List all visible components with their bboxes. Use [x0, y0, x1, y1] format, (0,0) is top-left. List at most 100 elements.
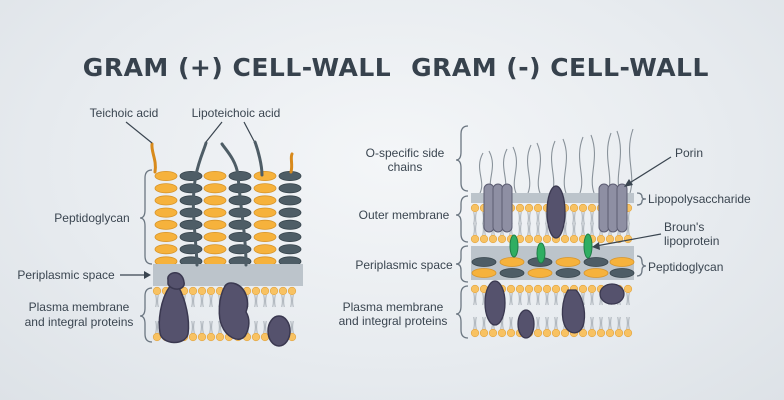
peptidoglycan-unit	[471, 268, 497, 278]
gram-positive-integral-protein-1-top	[167, 272, 185, 290]
gram-negative-integral-protein-4	[599, 283, 625, 305]
outer-membrane-label: Outer membrane	[359, 208, 450, 222]
lipoteichoic-acid-leader-2	[243, 121, 255, 142]
brouns-lipoprotein-1	[509, 234, 519, 258]
peptidoglycan-unit	[253, 170, 277, 181]
peptidoglycan-unit	[253, 244, 277, 255]
phospholipid-head	[587, 203, 597, 213]
brouns-lipoprotein-2	[536, 242, 546, 264]
teichoic-acid-leader	[125, 121, 153, 144]
peptidoglycan-unit	[203, 207, 227, 218]
phospholipid-head	[569, 234, 579, 244]
o-specific-chain	[590, 134, 595, 194]
phospholipid-head	[569, 203, 579, 213]
o-specific-chain	[579, 136, 584, 194]
phospholipid-head	[578, 328, 588, 338]
phospholipid-head	[470, 203, 480, 213]
peptidoglycan-unit	[179, 244, 203, 255]
o-specific-chain	[527, 144, 532, 194]
o-specific-side-chains	[479, 128, 634, 194]
porin-arrowhead	[624, 179, 633, 187]
phospholipid-head	[479, 328, 489, 338]
peptidoglycan-unit	[278, 207, 302, 218]
phospholipid-head	[533, 234, 543, 244]
gram-positive-plasma-membrane-brace	[139, 287, 153, 343]
phospholipid-head	[623, 328, 633, 338]
gram-positive-integral-protein-2	[218, 282, 250, 340]
phospholipid-head	[470, 328, 480, 338]
outer-membrane-brace	[455, 195, 469, 243]
phospholipid-head	[251, 286, 261, 296]
peptidoglycan-unit	[609, 257, 635, 267]
phospholipid-head	[470, 284, 480, 294]
phospholipid-head	[605, 328, 615, 338]
phospholipid-head	[524, 234, 534, 244]
phospholipid-head	[497, 328, 507, 338]
phospholipid-head	[506, 284, 516, 294]
peptidoglycan-unit	[154, 244, 178, 255]
phospholipid-head	[596, 234, 606, 244]
peptidoglycan-unit	[278, 183, 302, 194]
phospholipid-head	[506, 328, 516, 338]
peptidoglycan-unit	[278, 195, 302, 206]
peptidoglycan-unit	[179, 195, 203, 206]
peptidoglycan-unit	[154, 231, 178, 242]
phospholipid-head	[278, 286, 288, 296]
o-specific-brace	[455, 125, 469, 192]
peptidoglycan-unit	[471, 257, 497, 267]
phospholipid-head	[578, 203, 588, 213]
peptidoglycan-unit	[253, 195, 277, 206]
peptidoglycan-unit	[253, 219, 277, 230]
peptidoglycan-unit	[154, 183, 178, 194]
peptidoglycan-unit	[609, 268, 635, 278]
phospholipid-head	[206, 332, 216, 342]
phospholipid-head	[542, 284, 552, 294]
peptidoglycan-unit	[203, 231, 227, 242]
peptidoglycan-unit	[179, 231, 203, 242]
phospholipid-head	[188, 332, 198, 342]
gram-positive-peptidoglycan-label: Peptidoglycan	[54, 211, 129, 225]
phospholipid-head	[524, 284, 534, 294]
o-specific-label-1: O-specific side	[366, 146, 445, 160]
lipoteichoic-acid-strand-3	[253, 140, 264, 177]
gram-positive-peptidoglycan-brace	[139, 169, 153, 265]
peptidoglycan-unit	[555, 268, 581, 278]
phospholipid-head	[605, 234, 615, 244]
phospholipid-head	[197, 332, 207, 342]
peptidoglycan-unit	[179, 219, 203, 230]
peptidoglycan-unit	[228, 219, 252, 230]
teichoic-acid-strand-2	[289, 152, 294, 174]
o-specific-chain	[629, 128, 634, 194]
gram-negative-plasma-membrane-label-1: Plasma membrane	[343, 300, 444, 314]
gram-positive-plasma-membrane-label-1: Plasma membrane	[29, 300, 130, 314]
phospholipid-head	[515, 203, 525, 213]
gram-positive-wall	[150, 140, 303, 347]
peptidoglycan-unit	[179, 207, 203, 218]
peptidoglycan-unit	[154, 219, 178, 230]
peptidoglycan-unit	[154, 207, 178, 218]
phospholipid-head	[251, 332, 261, 342]
gram-negative-integral-protein-1	[484, 280, 506, 326]
o-specific-chain	[607, 132, 612, 194]
peptidoglycan-unit	[278, 231, 302, 242]
o-specific-chain	[479, 152, 484, 194]
o-specific-chain	[562, 138, 567, 194]
porin-right	[598, 183, 628, 233]
phospholipid-head	[578, 284, 588, 294]
phospholipid-head	[533, 284, 543, 294]
peptidoglycan-unit	[203, 219, 227, 230]
peptidoglycan-unit	[253, 231, 277, 242]
o-specific-label-2: chains	[388, 160, 423, 174]
phospholipid-head	[269, 286, 279, 296]
phospholipid-head	[260, 286, 270, 296]
gram-negative-integral-protein-2	[517, 309, 535, 339]
peptidoglycan-unit	[203, 183, 227, 194]
phospholipid-head	[497, 234, 507, 244]
phospholipid-head	[614, 328, 624, 338]
teichoic-acid-label: Teichoic acid	[90, 106, 159, 120]
phospholipid-head	[542, 234, 552, 244]
phospholipid-head	[533, 203, 543, 213]
peptidoglycan-unit	[583, 268, 609, 278]
phospholipid-head	[596, 328, 606, 338]
gram-positive-integral-protein-3	[267, 315, 291, 347]
